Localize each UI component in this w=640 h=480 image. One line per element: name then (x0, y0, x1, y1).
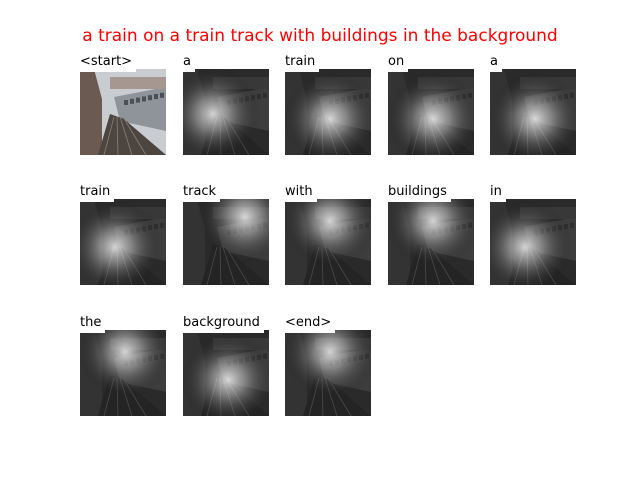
attention-heatmap (80, 330, 166, 416)
attention-heatmap (183, 199, 269, 285)
attention-map (183, 330, 269, 416)
token-label: track (183, 184, 221, 202)
attention-map (490, 199, 576, 285)
token-label: with (285, 184, 317, 202)
figure-title: a train on a train track with buildings … (82, 26, 558, 46)
attention-cell: train (80, 184, 166, 285)
token-label: on (388, 54, 409, 72)
attention-cell: on (388, 54, 474, 155)
source-image (80, 69, 166, 155)
attention-heatmap (285, 330, 371, 416)
token-label: train (80, 184, 115, 202)
attention-map (80, 330, 166, 416)
attention-cell: background (183, 315, 269, 416)
attention-map (183, 199, 269, 285)
attention-cell: a (490, 54, 576, 155)
attention-map (388, 69, 474, 155)
attention-heatmap (80, 199, 166, 285)
token-label: buildings (388, 184, 451, 202)
attention-cell: in (490, 184, 576, 285)
attention-heatmap (388, 69, 474, 155)
token-label: in (490, 184, 506, 202)
train-photo (80, 69, 166, 155)
attention-map (183, 69, 269, 155)
attention-cell: train (285, 54, 371, 155)
attention-map (80, 199, 166, 285)
attention-heatmap (490, 199, 576, 285)
attention-map (285, 69, 371, 155)
attention-heatmap (285, 199, 371, 285)
attention-heatmap (388, 199, 474, 285)
attention-heatmap (183, 69, 269, 155)
attention-cell: <start> (80, 54, 166, 155)
attention-cell: a (183, 54, 269, 155)
token-label: a (183, 54, 195, 72)
attention-map (285, 199, 371, 285)
token-label: <end> (285, 315, 336, 333)
attention-cell: the (80, 315, 166, 416)
attention-cell: buildings (388, 184, 474, 285)
attention-map (285, 330, 371, 416)
attention-cell: track (183, 184, 269, 285)
attention-map (388, 199, 474, 285)
token-label: train (285, 54, 320, 72)
attention-heatmap (183, 330, 269, 416)
token-label: the (80, 315, 106, 333)
attention-cell: <end> (285, 315, 371, 416)
token-label: background (183, 315, 264, 333)
attention-cell: with (285, 184, 371, 285)
attention-map (490, 69, 576, 155)
token-label: a (490, 54, 502, 72)
attention-heatmap (285, 69, 371, 155)
token-label: <start> (80, 54, 137, 72)
attention-heatmap (490, 69, 576, 155)
